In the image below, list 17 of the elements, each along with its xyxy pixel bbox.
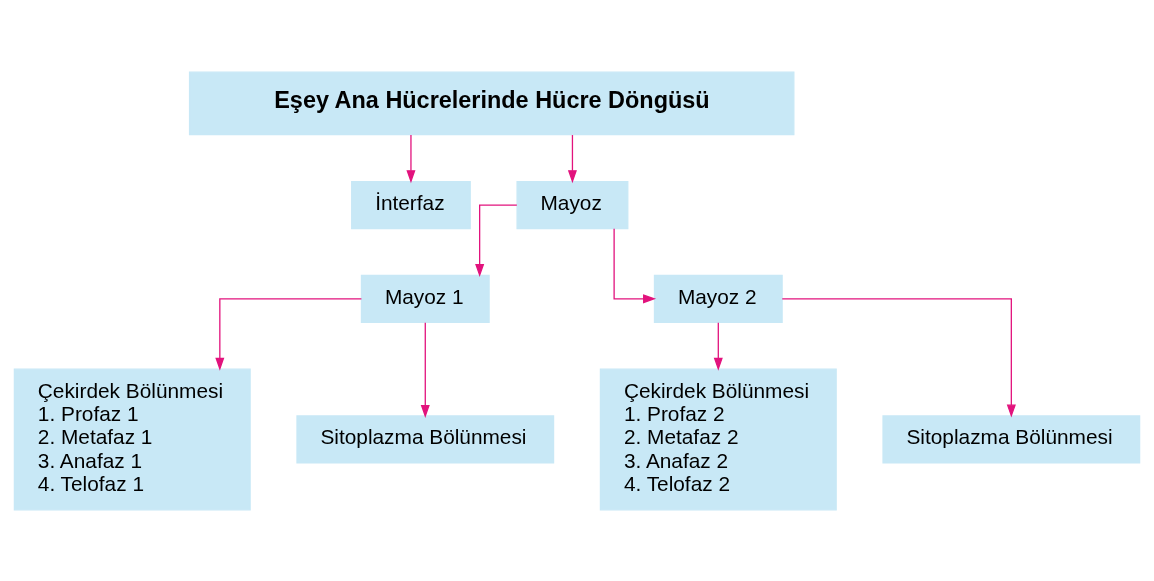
node-box: Çekirdek Bölünmesi 1. Profaz 1 2. Metafaz 1 3. Anafaz 1 4. Telofaz 1 [13, 368, 251, 510]
node-box: Mayoz 1 [360, 274, 490, 323]
node-box: Eşey Ana Hücrelerinde Hücre Döngüsü [188, 71, 795, 135]
arrow [567, 133, 577, 183]
arrow [420, 321, 430, 418]
node-box: İnterfaz [351, 180, 471, 229]
arrow [781, 297, 1016, 418]
node-box: Mayoz 2 [653, 274, 783, 323]
arrow [475, 203, 518, 277]
arrow [713, 321, 723, 371]
arrow [406, 133, 416, 183]
arrow [215, 297, 363, 371]
node-box: Sitoplazma Bölünmesi [296, 414, 555, 464]
arrow [613, 227, 657, 303]
node-box: Sitoplazma Bölünmesi [882, 414, 1141, 464]
node-box: Çekirdek Bölünmesi 1. Profaz 2 2. Metafaz 2 3. Anafaz 2 4. Telofaz 2 [599, 368, 837, 510]
node-box: Mayoz [516, 180, 629, 229]
